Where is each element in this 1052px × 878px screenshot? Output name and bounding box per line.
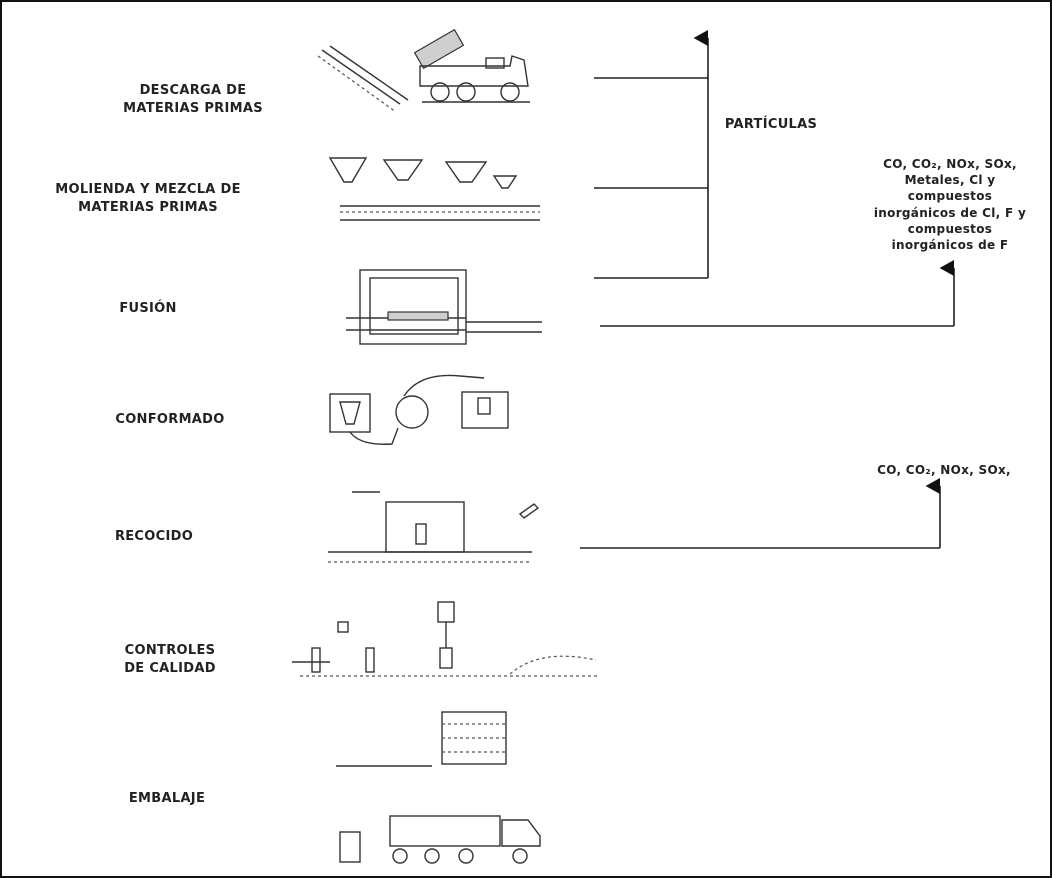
stage-label-molienda: MOLIENDA Y MEZCLA DE MATERIAS PRIMAS <box>55 182 241 215</box>
recocido-gases-flow-line <box>580 478 941 549</box>
fusion-gases-flow-line <box>600 260 955 327</box>
stage-label-embalaje: EMBALAJE <box>128 791 206 806</box>
annealing-lehr-icon <box>328 491 540 563</box>
stage-label-controles: CONTROLES DE CALIDAD <box>124 643 216 676</box>
dump-truck-icon <box>317 28 530 113</box>
emission-label-particulas: PARTÍCULAS <box>724 117 818 132</box>
stage-label-recocido: RECOCIDO <box>114 529 194 544</box>
melting-furnace-icon <box>346 269 542 345</box>
emission-label-recocido-gases: CO, CO₂, NOx, SOx, <box>877 463 1011 477</box>
stage-label-descarga: DESCARGA DE MATERIAS PRIMAS <box>123 83 263 116</box>
stage-label-conformado: CONFORMADO <box>115 412 225 427</box>
hoppers-conveyor-icon <box>328 157 540 221</box>
emission-label-fusion-gases: CO, CO₂, NOx, SOx, Metales, Cl y compues… <box>873 157 1027 252</box>
packing-truck-icon <box>336 711 541 864</box>
stage-label-fusion: FUSIÓN <box>119 301 177 316</box>
forming-machine-icon <box>329 374 509 445</box>
particulas-flow-lines <box>594 30 709 279</box>
quality-inspection-icon <box>292 601 600 677</box>
